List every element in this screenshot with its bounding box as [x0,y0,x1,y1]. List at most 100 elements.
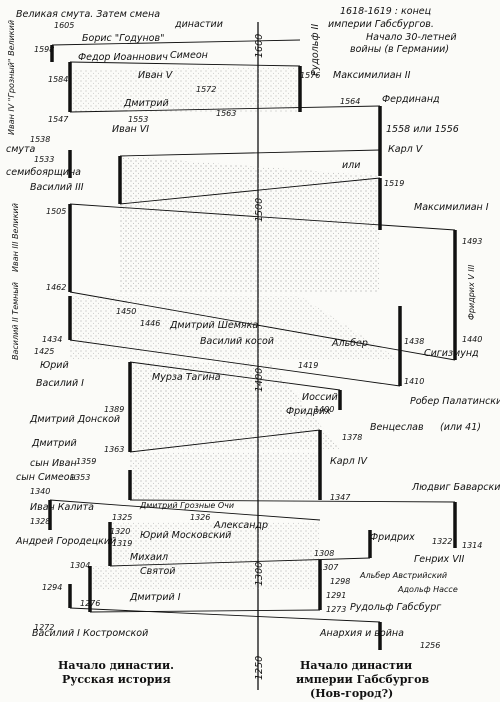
label-friedrich-low: Фридрих [370,532,415,543]
label-alexander: Александр [213,520,268,531]
year-1308: 1308 [314,549,334,558]
label-vasily-ii: Василий II Темный [11,282,20,360]
label-heinrich-vii: Генрих VII [414,554,464,565]
label-dmitry-top: Дмитрий [123,98,169,109]
label-kalita: Иван Калита [30,502,94,513]
label-ivan-iv: Иван IV "Грозный" Великий [7,20,16,135]
label-1558-or-1556: 1558 или 1556 [386,124,459,135]
label-vasily-iii: Василий III [30,182,84,193]
year-1276: 1276 [80,599,100,608]
year-1450: 1450 [116,307,136,316]
label-rudolf-ii: Рудольф II [310,24,321,76]
year-1363: 1363 [104,445,124,454]
label-vasily-kosoy: Василий косой [200,336,274,347]
footer-right-line1: Начало династии [300,659,412,672]
label-albert-austria: Альбер Австрийский [359,571,447,580]
label-son-simeon: сын Симеон [16,472,76,483]
year-1410: 1410 [404,377,424,386]
year-labels: 1605 1598 1584 1547 1538 1533 1505 1462 … [30,21,482,650]
label-maximilian-i: Максимилиан I [414,202,489,213]
year-1298: 1298 [330,577,350,586]
year-1353: 1353 [70,473,90,482]
label-semiboyarshchina: семибоярщина [6,167,81,178]
year-1378: 1378 [342,433,362,442]
header-right-line1: 1618-1619 : конец [340,6,431,17]
year-1563: 1563 [216,109,236,118]
label-groznye-ochi: Дмитрий Грозные Очи [139,501,234,510]
header-left-line2: династии [174,19,223,30]
year-1605: 1605 [54,21,74,30]
year-1576: 1576 [300,71,320,80]
label-anarchy: Анархия и война [319,628,404,639]
label-donskoy: Дмитрий Донской [29,414,120,425]
year-1493: 1493 [462,237,482,246]
year-1446: 1446 [140,319,160,328]
label-rudolf-habsburg: Рудольф Габсбург [350,602,442,613]
year-1505: 1505 [46,207,66,216]
label-or-41: (или 41) [440,422,481,433]
year-1272: 1272 [34,623,54,632]
year-1598: 1598 [34,45,54,54]
year-1564: 1564 [340,97,360,106]
russian-reign-bars [48,45,132,612]
year-1294: 1294 [42,583,62,592]
year-1347: 1347 [330,493,351,502]
year-1326: 1326 [190,513,210,522]
label-adolf: Адольф Нассе [397,585,458,594]
label-andrei: Андрей Городецкий [15,536,116,547]
label-ivan-v: Иван V [138,70,174,81]
habsburg-reign-bars [298,66,457,650]
year-1389: 1389 [104,405,124,414]
axis-tick-1600: 1600 [254,34,265,58]
year-1438: 1438 [404,337,424,346]
label-simeon: Симеон [170,50,208,61]
footer-left-line2: Русская история [62,673,171,686]
year-1319: 1319 [112,539,132,548]
label-fedor: Федор Иоаннович [78,52,168,63]
year-1462: 1462 [46,283,66,292]
stippled-bands [70,66,400,590]
year-1547: 1547 [48,115,69,124]
label-yuri-moskovsky: Юрий Московский [140,530,231,541]
label-yuri: Юрий [40,360,69,371]
year-1553: 1553 [128,115,148,124]
year-1291: 1291 [326,591,346,600]
axis-tick-1250: 1250 [254,656,265,680]
label-karl-iv: Карл IV [330,456,368,467]
label-karl-v: Карл V [388,144,424,155]
year-1320: 1320 [110,527,130,536]
footer-right-line2: империи Габсбургов [296,673,430,686]
label-friedrich-mid: Фридрих [286,406,331,417]
year-1304: 1304 [70,561,90,570]
year-1419: 1419 [298,361,318,370]
year-1359: 1359 [76,457,96,466]
label-mikhail: Михаил [130,552,168,563]
label-ivan-iii: Иван III Великий [11,203,20,272]
footer-right-line3: (Нов-город?) [310,687,393,700]
year-1440: 1440 [462,335,482,344]
label-vasily-kostroma: Василий I Костромской [32,628,148,639]
year-1434: 1434 [42,335,62,344]
label-ferdinand: Фердинанд [382,94,440,105]
label-son-ivan: сын Иван [30,458,77,469]
header-right-line4: войны (в Германии) [350,44,449,55]
correspondence-lines [49,39,456,623]
year-1538: 1538 [30,135,50,144]
header-right-line2: империи Габсбургов. [328,19,434,30]
label-sigismund: Сигизмунд [424,348,479,359]
label-boris: Борис "Годунов" [82,33,164,44]
label-vasily-i: Василий I [36,378,84,389]
label-svyatoy: Святой [140,566,175,577]
year-1273: 1273 [326,605,346,614]
label-wenceslas: Венцеслав [370,422,424,433]
year-1314: 1314 [462,541,482,550]
year-1400: 1400 [314,405,334,414]
year-1307: 1307 [318,563,339,572]
label-ili: или [342,160,360,171]
year-1328: 1328 [30,517,50,526]
header-left-line1: Великая смута. Затем смена [16,9,160,20]
label-albert: Альбер [331,338,368,349]
label-ludwig: Людвиг Баварский [411,482,500,493]
label-smuta: смута [6,144,36,155]
label-jost: Иоссий [302,392,338,403]
